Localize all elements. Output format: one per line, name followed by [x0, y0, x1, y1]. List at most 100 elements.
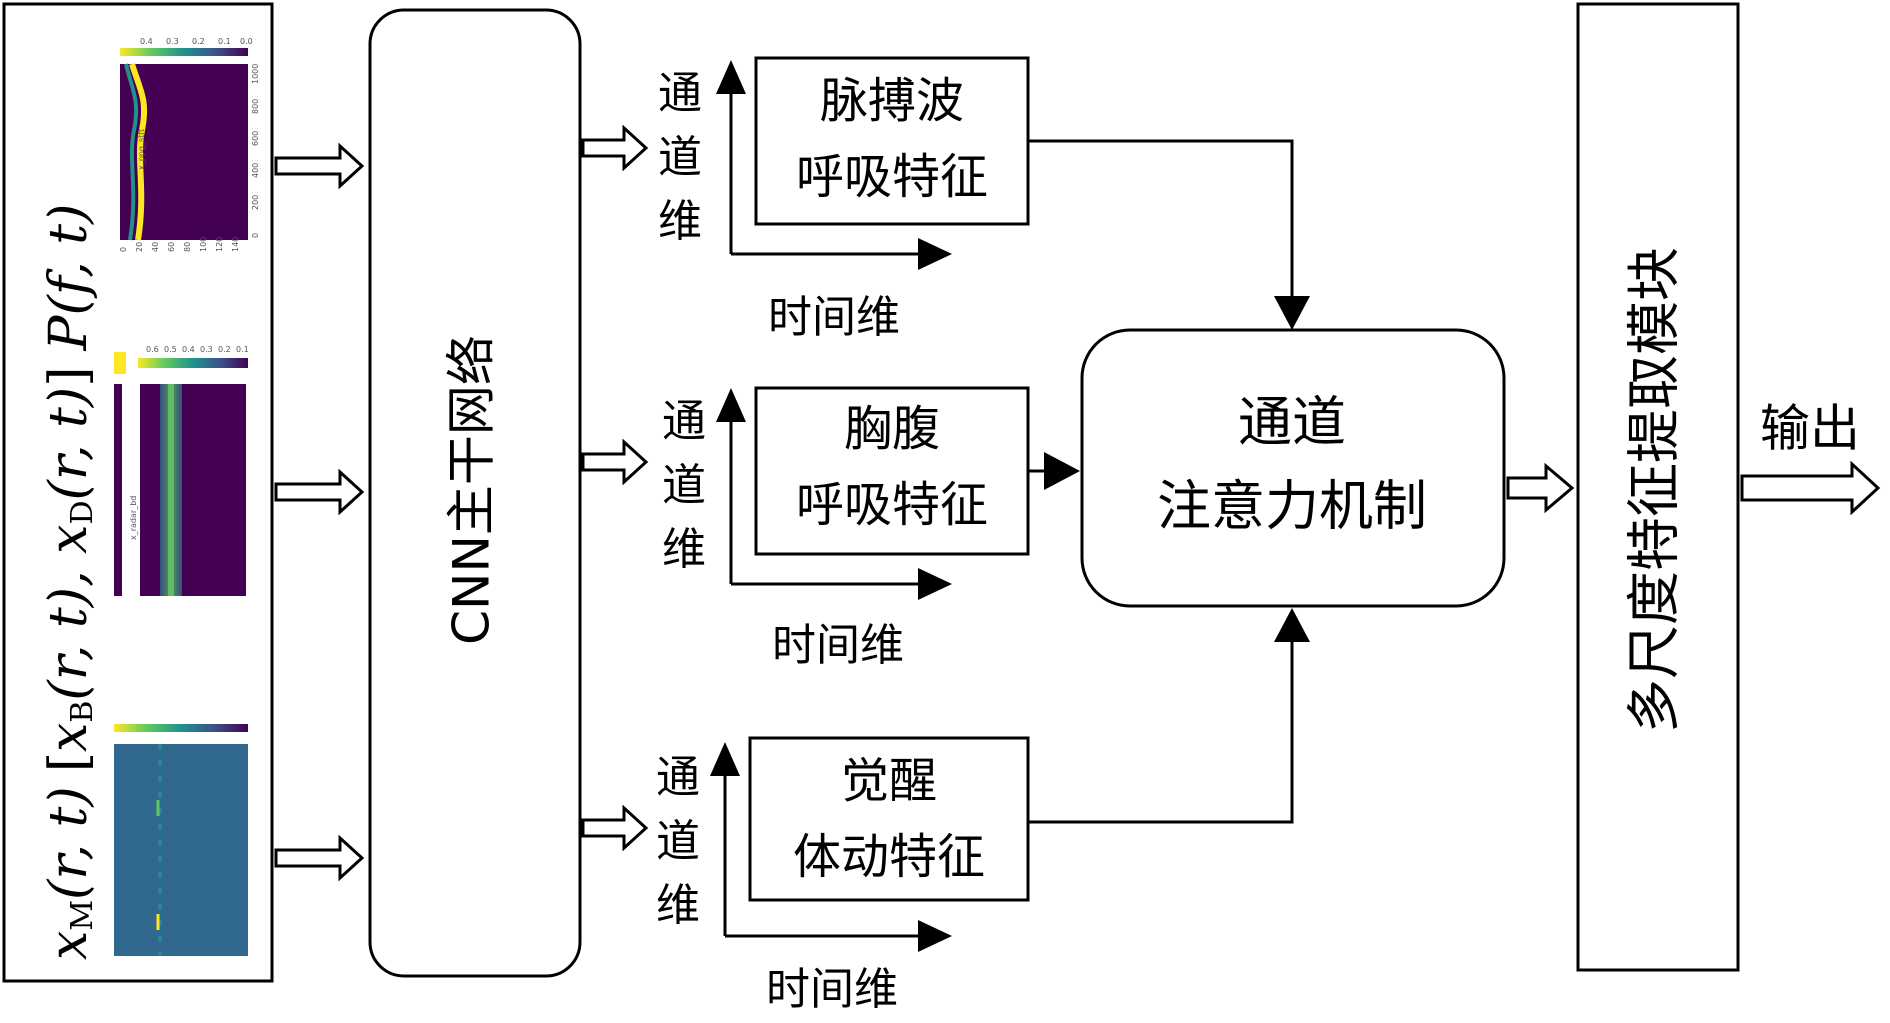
arrow-right-icon — [918, 238, 952, 270]
caption-bracket-open: [ — [39, 752, 99, 772]
arrow-up-icon — [716, 388, 746, 422]
channel-axis-char: 维 — [656, 880, 700, 931]
connector-line — [1028, 638, 1294, 824]
plot-mid-cbar-tick: 0.2 — [218, 345, 231, 354]
caption-d-args: (r, t) — [39, 387, 99, 501]
caption-m-sub: M — [65, 900, 100, 931]
plot-ppg-stft: 0.4 0.3 0.2 0.1 0.0 x_ppg_stft 0 20 40 6… — [119, 37, 260, 252]
output-arrow-icon — [1740, 460, 1881, 516]
channel-axis-char: 道 — [658, 132, 702, 183]
hollow-arrow-icon — [581, 804, 649, 852]
plot-top-cbar-tick: 0.1 — [218, 37, 231, 46]
feature-title: 胸腹 — [844, 401, 940, 457]
caption-bracket-close: ] — [39, 366, 99, 386]
multiscale-module: 多尺度特征提取模块 — [1576, 2, 1740, 972]
channel-attention: 通道 注意力机制 — [1080, 328, 1506, 608]
channel-axis-char: 维 — [662, 524, 706, 575]
svg-text:xM(r, t)[xB(r, t), xD(r, t)]P(: xM(r, t)[xB(r, t), xD(r, t)]P(f, t) — [39, 204, 101, 960]
branch-chest: 通 道 维 时间维 胸腹 呼吸特征 — [662, 386, 1030, 671]
caption-b-signal: x — [39, 723, 99, 752]
plot-top-x-ticks: 0 20 40 60 80 100 120 140 — [119, 237, 240, 252]
multiscale-label: 多尺度特征提取模块 — [1623, 247, 1686, 733]
plot-top-x-tick: 80 — [183, 242, 192, 252]
plot-top-y-tick: 0 — [251, 233, 260, 238]
caption-p-signal: P — [39, 314, 99, 351]
plot-top-y-tick: 200 — [251, 195, 260, 210]
arrow-up-icon — [1274, 608, 1310, 642]
plot-top-x-tick: 60 — [167, 242, 176, 252]
output-label: 输出 — [1760, 400, 1860, 458]
cnn-backbone-label: CNN主干网络 — [443, 335, 501, 645]
arrow-right-icon — [1044, 452, 1080, 490]
hollow-arrow-icon — [1506, 462, 1575, 514]
caption-m-args: (r, t) — [39, 786, 99, 900]
plot-top-ridge — [129, 63, 148, 241]
channel-axis-char: 维 — [658, 196, 702, 247]
arrow-up-icon — [710, 742, 740, 776]
svg-text:x_ppg_stft: x_ppg_stft — [137, 129, 146, 170]
hollow-arrow-icon — [274, 468, 365, 516]
plot-top-y-tick: 600 — [251, 131, 260, 146]
arrow-up-icon — [716, 60, 746, 94]
plot-top-x-tick: 40 — [151, 242, 160, 252]
caption-d-signal: x — [39, 525, 99, 554]
plot-mid-band-core — [168, 384, 174, 596]
feature-subtitle: 体动特征 — [793, 829, 985, 885]
input-panel: xM(r, t)[xB(r, t), xD(r, t)]P(f, t) 0.4 … — [2, 2, 274, 983]
plot-top-y-tick: 1000 — [251, 64, 260, 84]
output: 输出 — [1740, 400, 1881, 516]
plot-mid-heatmap — [140, 384, 246, 596]
plot-bottom-colorbar — [114, 724, 248, 732]
feature-box-chest — [754, 386, 1030, 556]
arrow-right-icon — [918, 920, 952, 952]
channel-axis-char: 通 — [656, 752, 700, 803]
channel-axis-char: 道 — [662, 460, 706, 511]
plot-top-x-tick: 100 — [199, 237, 208, 252]
plot-mid-cbar-tick: 0.1 — [236, 345, 249, 354]
plot-top-cbar-tick: 0.3 — [166, 37, 179, 46]
plot-mid-cbar-tick: 0.5 — [164, 345, 177, 354]
plot-mid-cbar-tick: 0.4 — [182, 345, 195, 354]
feature-title: 脉搏波 — [820, 73, 964, 129]
input-arrows — [274, 142, 365, 882]
caption-m-signal: x — [39, 931, 99, 960]
plot-top-ylabel: x_ppg_stft — [137, 129, 146, 170]
feature-subtitle: 呼吸特征 — [796, 477, 988, 533]
plot-mid-small-colorbar — [114, 352, 126, 374]
attention-box — [1080, 328, 1506, 608]
plot-top-cbar-tick: 0.0 — [240, 37, 253, 46]
time-axis-label: 时间维 — [772, 620, 904, 671]
plot-bottom-heatmap — [114, 744, 248, 956]
plot-top-cbar-tick: 0.2 — [192, 37, 205, 46]
cnn-backbone-box — [368, 8, 582, 978]
plot-top-ridge-halo — [124, 63, 139, 241]
plot-radar-m — [114, 724, 248, 956]
multiscale-box — [1576, 2, 1740, 972]
plot-top-x-tick: 0 — [119, 247, 128, 252]
channel-axis-char: 通 — [658, 68, 702, 119]
caption-b-args: (r, t), — [39, 554, 99, 701]
arrow-down-icon — [1274, 296, 1310, 330]
time-axis-label: 时间维 — [768, 292, 900, 343]
channel-axis-char: 道 — [656, 816, 700, 867]
plot-radar-bd: 0.6 0.5 0.4 0.3 0.2 0.1 x_radar_bd — [114, 345, 249, 596]
svg-text:x_radar_bd: x_radar_bd — [129, 496, 138, 540]
hollow-arrow-icon — [581, 124, 649, 172]
input-caption: xM(r, t)[xB(r, t), xD(r, t)]P(f, t) — [39, 204, 101, 960]
plot-mid-ylabel: x_radar_bd — [129, 496, 138, 540]
arrow-right-icon — [918, 568, 952, 600]
plot-mid-colorbar — [138, 358, 248, 368]
plot-mid-left-strip — [114, 384, 122, 596]
feature-title: 觉醒 — [841, 753, 937, 809]
caption-b-sub: B — [65, 701, 100, 723]
channel-axis-char: 通 — [662, 396, 706, 447]
attention-title: 通道 — [1238, 391, 1346, 454]
hollow-arrow-icon — [274, 142, 365, 190]
feature-subtitle: 呼吸特征 — [796, 149, 988, 205]
plot-top-y-tick: 800 — [251, 99, 260, 114]
plot-top-x-tick: 120 — [215, 237, 224, 252]
attention-connectors — [1028, 139, 1310, 824]
attention-subtitle: 注意力机制 — [1157, 475, 1427, 538]
